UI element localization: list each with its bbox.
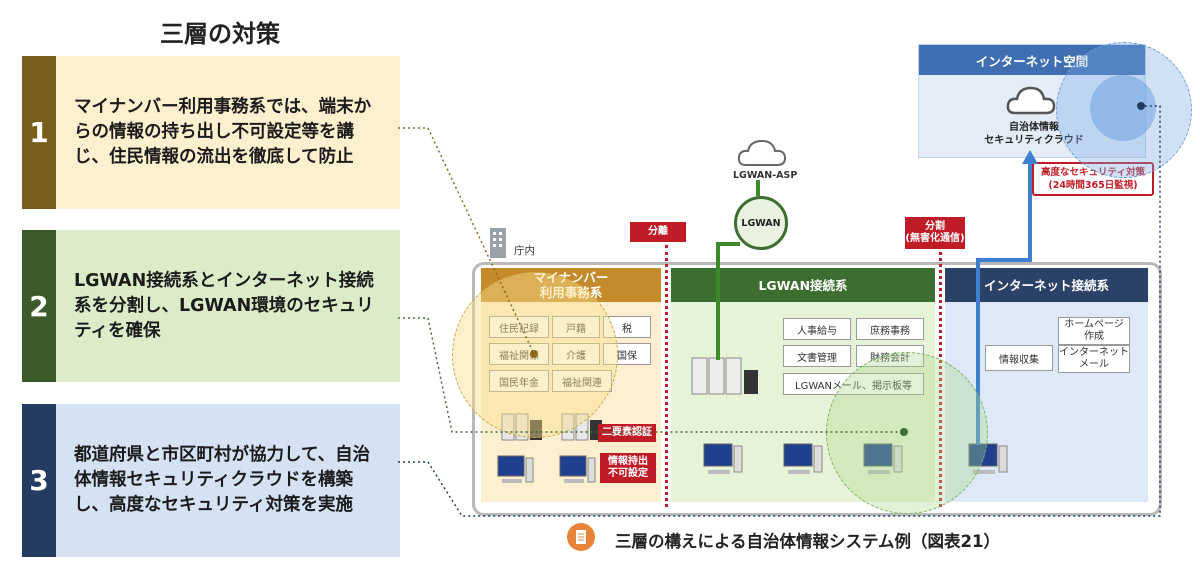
highlight-dot-2: [900, 428, 908, 436]
server-rack-icon: [690, 350, 762, 402]
measure-card-3: 3 都道府県と市区町村が協力して、自治体情報セキュリティクラウドを構築し、高度な…: [22, 404, 400, 557]
building-label: 庁内: [514, 245, 535, 257]
building-icon: [488, 226, 508, 258]
highlight-circle-3: [1056, 42, 1192, 178]
internet-connector-arrow: [976, 150, 1038, 445]
tag-homepage: ホームページ 作成: [1058, 317, 1130, 345]
separator-line-left: [665, 245, 668, 507]
lgwan-connector: [716, 180, 760, 360]
measure-number: 2: [22, 230, 56, 382]
division-label: 分割 (無害化通信): [905, 217, 965, 249]
lgwan-node-label: LGWAN: [741, 217, 781, 229]
measure-text: マイナンバー利用事務系では、端末からの情報の持ち出し不可設定等を講じ、住民情報の…: [56, 56, 400, 209]
tag-joho-shushu: 情報収集: [985, 345, 1053, 371]
highlight-dot-1: [530, 350, 538, 358]
lgwan-node-icon: LGWAN: [734, 196, 788, 250]
pc-icon: [556, 452, 598, 492]
measure-number: 3: [22, 404, 56, 557]
pc-icon: [780, 440, 826, 484]
security-cloud-label: 自治体情報 セキュリティクラウド: [984, 122, 1084, 146]
highlight-circle-3-inner: [1090, 75, 1156, 141]
tag-internet-mail: インターネット メール: [1058, 345, 1130, 373]
section-heading: 三層の対策: [160, 20, 280, 48]
zone-lgwan-title: LGWAN接続系: [671, 268, 935, 302]
separation-label: 分離: [630, 222, 686, 242]
measure-number: 1: [22, 56, 56, 209]
measure-text: 都道府県と市区町村が協力して、自治体情報セキュリティクラウドを構築し、高度なセキ…: [56, 404, 400, 557]
pc-icon: [494, 452, 536, 492]
pc-icon: [700, 440, 746, 484]
cloud-icon: [736, 137, 788, 173]
measure-card-2: 2 LGWAN接続系とインターネット接続系を分割し、LGWAN環境のセキュリティ…: [22, 230, 400, 382]
tag-bunsho-kanri: 文書管理: [783, 345, 851, 367]
figure-caption: 三層の構えによる自治体情報システム例（図表21）: [615, 532, 1000, 551]
measure-text: LGWAN接続系とインターネット接続系を分割し、LGWAN環境のセキュリティを確…: [56, 230, 400, 382]
document-icon: [567, 523, 595, 551]
cloud-icon: [1005, 83, 1057, 121]
no-export-badge: 情報持出 不可設定: [600, 453, 656, 483]
tag-shomu-jimu: 庶務事務: [856, 318, 924, 340]
lgwan-asp-label: LGWAN-ASP: [733, 170, 798, 181]
measure-card-1: 1 マイナンバー利用事務系では、端末からの情報の持ち出し不可設定等を講じ、住民情…: [22, 56, 400, 209]
tag-jinji-kyuyo: 人事給与: [783, 318, 851, 340]
